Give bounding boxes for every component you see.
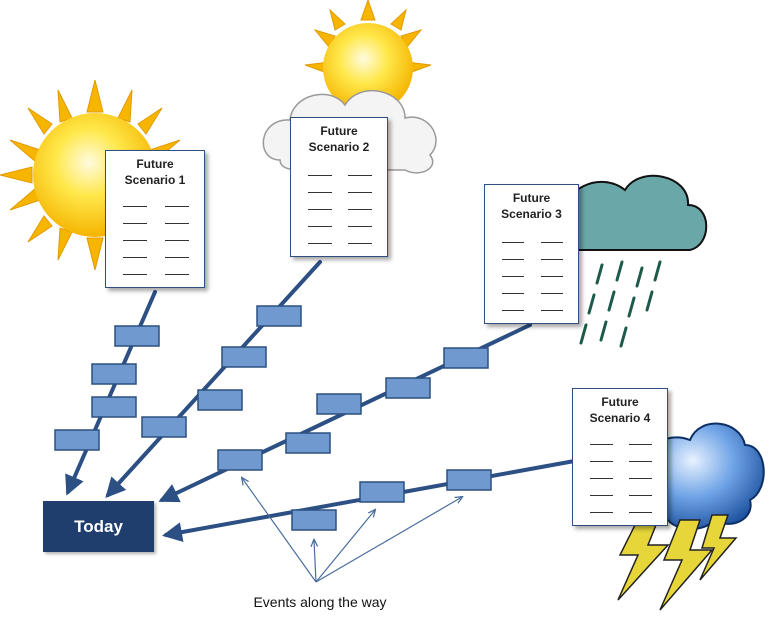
placeholder-lines — [587, 436, 655, 521]
scenario-title: Future Scenario 4 — [573, 394, 667, 426]
event-box — [446, 469, 492, 491]
pointer-arrow — [242, 478, 317, 583]
scenario-title-line1: Future — [320, 124, 358, 138]
scenario-card-3: Future Scenario 3 — [484, 184, 579, 324]
event-box — [197, 389, 243, 411]
scenario-title-line2: Scenario 3 — [501, 207, 562, 221]
event-box — [114, 325, 160, 347]
scenario-title-line2: Scenario 1 — [124, 173, 186, 187]
event-box — [443, 347, 489, 369]
scenario-title-line1: Future — [136, 157, 174, 171]
event-box — [217, 449, 263, 471]
path-scenario-1 — [65, 290, 157, 496]
scenario-title-line1: Future — [601, 395, 639, 409]
placeholder-lines — [305, 167, 375, 252]
scenario-title: Future Scenario 2 — [291, 123, 387, 155]
event-box — [91, 363, 137, 385]
events-caption: Events along the way — [253, 594, 387, 610]
event-box — [141, 416, 187, 438]
event-box — [221, 346, 267, 368]
scenario-title-line1: Future — [512, 191, 551, 205]
event-box — [91, 396, 137, 418]
pointer-arrow — [314, 540, 316, 583]
event-box — [285, 432, 331, 454]
event-box — [54, 429, 100, 451]
thunderstorm-icon — [617, 422, 765, 611]
scenario-title-line2: Scenario 4 — [589, 411, 651, 425]
path-scenario-2 — [105, 260, 322, 498]
scenario-card-4: Future Scenario 4 — [572, 388, 668, 526]
event-box — [385, 377, 431, 399]
scenario-title: Future Scenario 3 — [485, 190, 578, 222]
today-box: Today — [43, 501, 154, 552]
event-box — [256, 305, 302, 327]
scenario-title: Future Scenario 1 — [106, 156, 204, 188]
event-box — [316, 393, 362, 415]
scenario-card-1: Future Scenario 1 — [105, 150, 205, 288]
scenario-card-2: Future Scenario 2 — [290, 117, 388, 257]
today-label: Today — [74, 516, 123, 536]
pointer-arrow — [315, 497, 462, 583]
event-box — [291, 509, 337, 531]
event-box — [359, 481, 405, 503]
scenario-title-line2: Scenario 2 — [308, 140, 370, 154]
placeholder-lines — [499, 234, 566, 319]
pointer-arrow — [315, 510, 375, 583]
placeholder-lines — [120, 198, 192, 283]
